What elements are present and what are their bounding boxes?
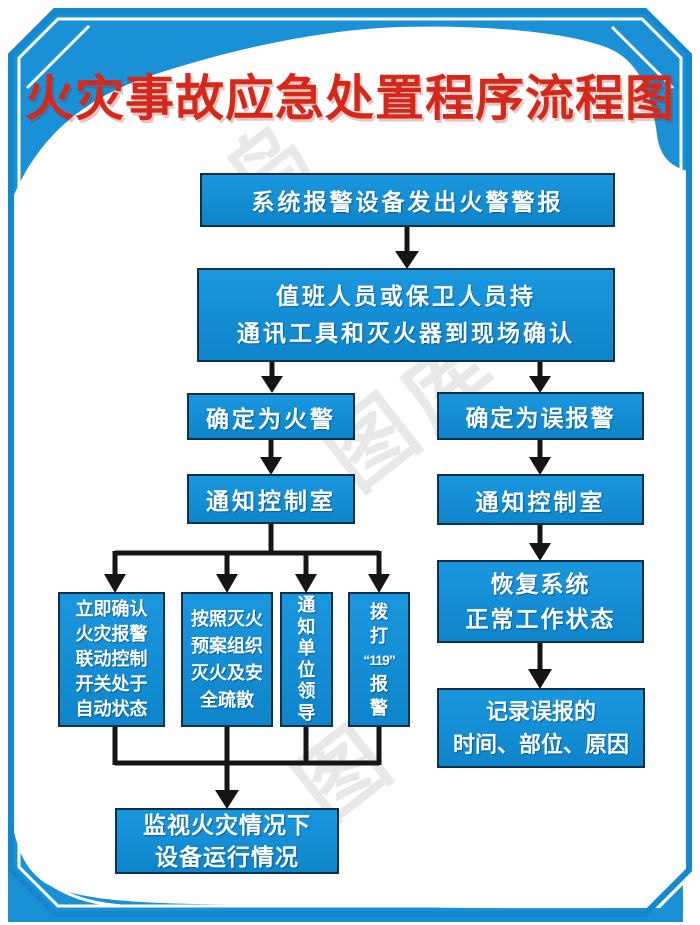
node-label-line: 按照灭火: [191, 608, 263, 629]
node-label-line: 值班人员或保卫人员持: [276, 283, 536, 309]
node-label-line: 拨: [370, 601, 388, 622]
node-label-line: 联动控制: [75, 649, 148, 669]
node-label-line: 预案组织: [191, 635, 263, 656]
node-label-line: 报: [370, 673, 388, 694]
bottom-wave-shape: [8, 800, 683, 922]
arrowhead: [216, 574, 238, 593]
node-label-line: 恢复系统: [490, 570, 591, 597]
arrowhead: [104, 574, 126, 593]
node-label-line: 通讯工具和灭火器到现场确认: [237, 320, 575, 346]
arrowhead: [529, 457, 551, 475]
node-notify-control-room-left: 通知控制室: [187, 474, 355, 524]
node-label-line: 监视火灾情况下: [143, 812, 311, 838]
bottom-wave-stripe-2: [23, 809, 127, 901]
node-monitor-equipment: 监视火灾情况下 设备运行情况: [115, 808, 339, 874]
branch-merge-lines: [112, 727, 382, 790]
node-label-line: “119”: [363, 651, 396, 668]
node-label-line: 设备运行情况: [155, 844, 299, 870]
node-false-alarm-confirmed: 确定为误报警: [437, 392, 644, 440]
node-notify-unit-leaders: 通知单位领导: [280, 592, 333, 727]
node-organize-extinguish-evacuate: 按照灭火 预案组织 灭火及安 全疏散: [181, 592, 273, 727]
node-label: 确定为火警: [206, 405, 336, 432]
node-label-line: 正常工作状态: [465, 605, 616, 632]
node-fire-confirmed: 确定为火警: [187, 393, 355, 440]
corner-stripe-top-right: [610, 25, 675, 90]
arrowhead: [368, 574, 390, 593]
node-notify-control-room-right: 通知控制室: [437, 474, 644, 525]
arrowhead: [395, 251, 419, 269]
node-onsite-confirm: 值班人员或保卫人员持 通讯工具和灭火器到现场确认: [197, 268, 615, 362]
node-call-119: 拨 打 “119” 报 警: [348, 592, 410, 727]
page-title: 火灾事故应急处置程序流程图: [24, 72, 675, 126]
bottom-wave-stripe-1: [14, 811, 123, 908]
arrowhead: [260, 457, 282, 475]
node-label: 通知控制室: [475, 488, 606, 515]
arrowhead: [528, 669, 552, 689]
node-label-line: 开关处于: [75, 674, 148, 694]
node-label-line: 立即确认: [75, 599, 148, 619]
node-label: 通知控制室: [206, 488, 336, 514]
node-label-line: 自动状态: [75, 699, 148, 719]
arrowhead: [215, 790, 239, 809]
node-linkage-auto-switch: 立即确认 火灾报警 联动控制 开关处于 自动状态: [58, 592, 165, 727]
arrowhead: [295, 574, 317, 593]
corner-stripe-top-left: [25, 24, 91, 90]
node-label-line: 全疏散: [200, 689, 254, 710]
arrowhead: [529, 543, 551, 561]
node-restore-system: 恢复系统 正常工作状态: [437, 560, 644, 643]
arrowhead: [529, 376, 551, 393]
top-wave-shape: [8, 8, 692, 210]
node-label-line: 火灾报警: [75, 624, 148, 644]
frame-border-line: [8, 8, 692, 917]
frame-inner-white-line: [17, 17, 683, 908]
node-label: 系统报警设备发出火警警报: [251, 189, 564, 215]
arrowhead: [261, 376, 283, 393]
node-label-line: 灭火及安: [191, 662, 263, 683]
node-label: 通知单位领导: [297, 595, 316, 723]
node-record-false-alarm: 记录误报的 时间、部位、原因: [437, 688, 645, 768]
node-system-alarm: 系统报警设备发出火警警报: [200, 173, 615, 227]
node-label-line: 时间、部位、原因: [452, 732, 629, 757]
branch-split-lines: [112, 524, 382, 574]
node-label-line: 警: [370, 697, 388, 718]
node-label-line: 打: [370, 625, 388, 646]
node-label: 确定为误报警: [465, 405, 616, 431]
node-label-line: 记录误报的: [485, 699, 596, 724]
